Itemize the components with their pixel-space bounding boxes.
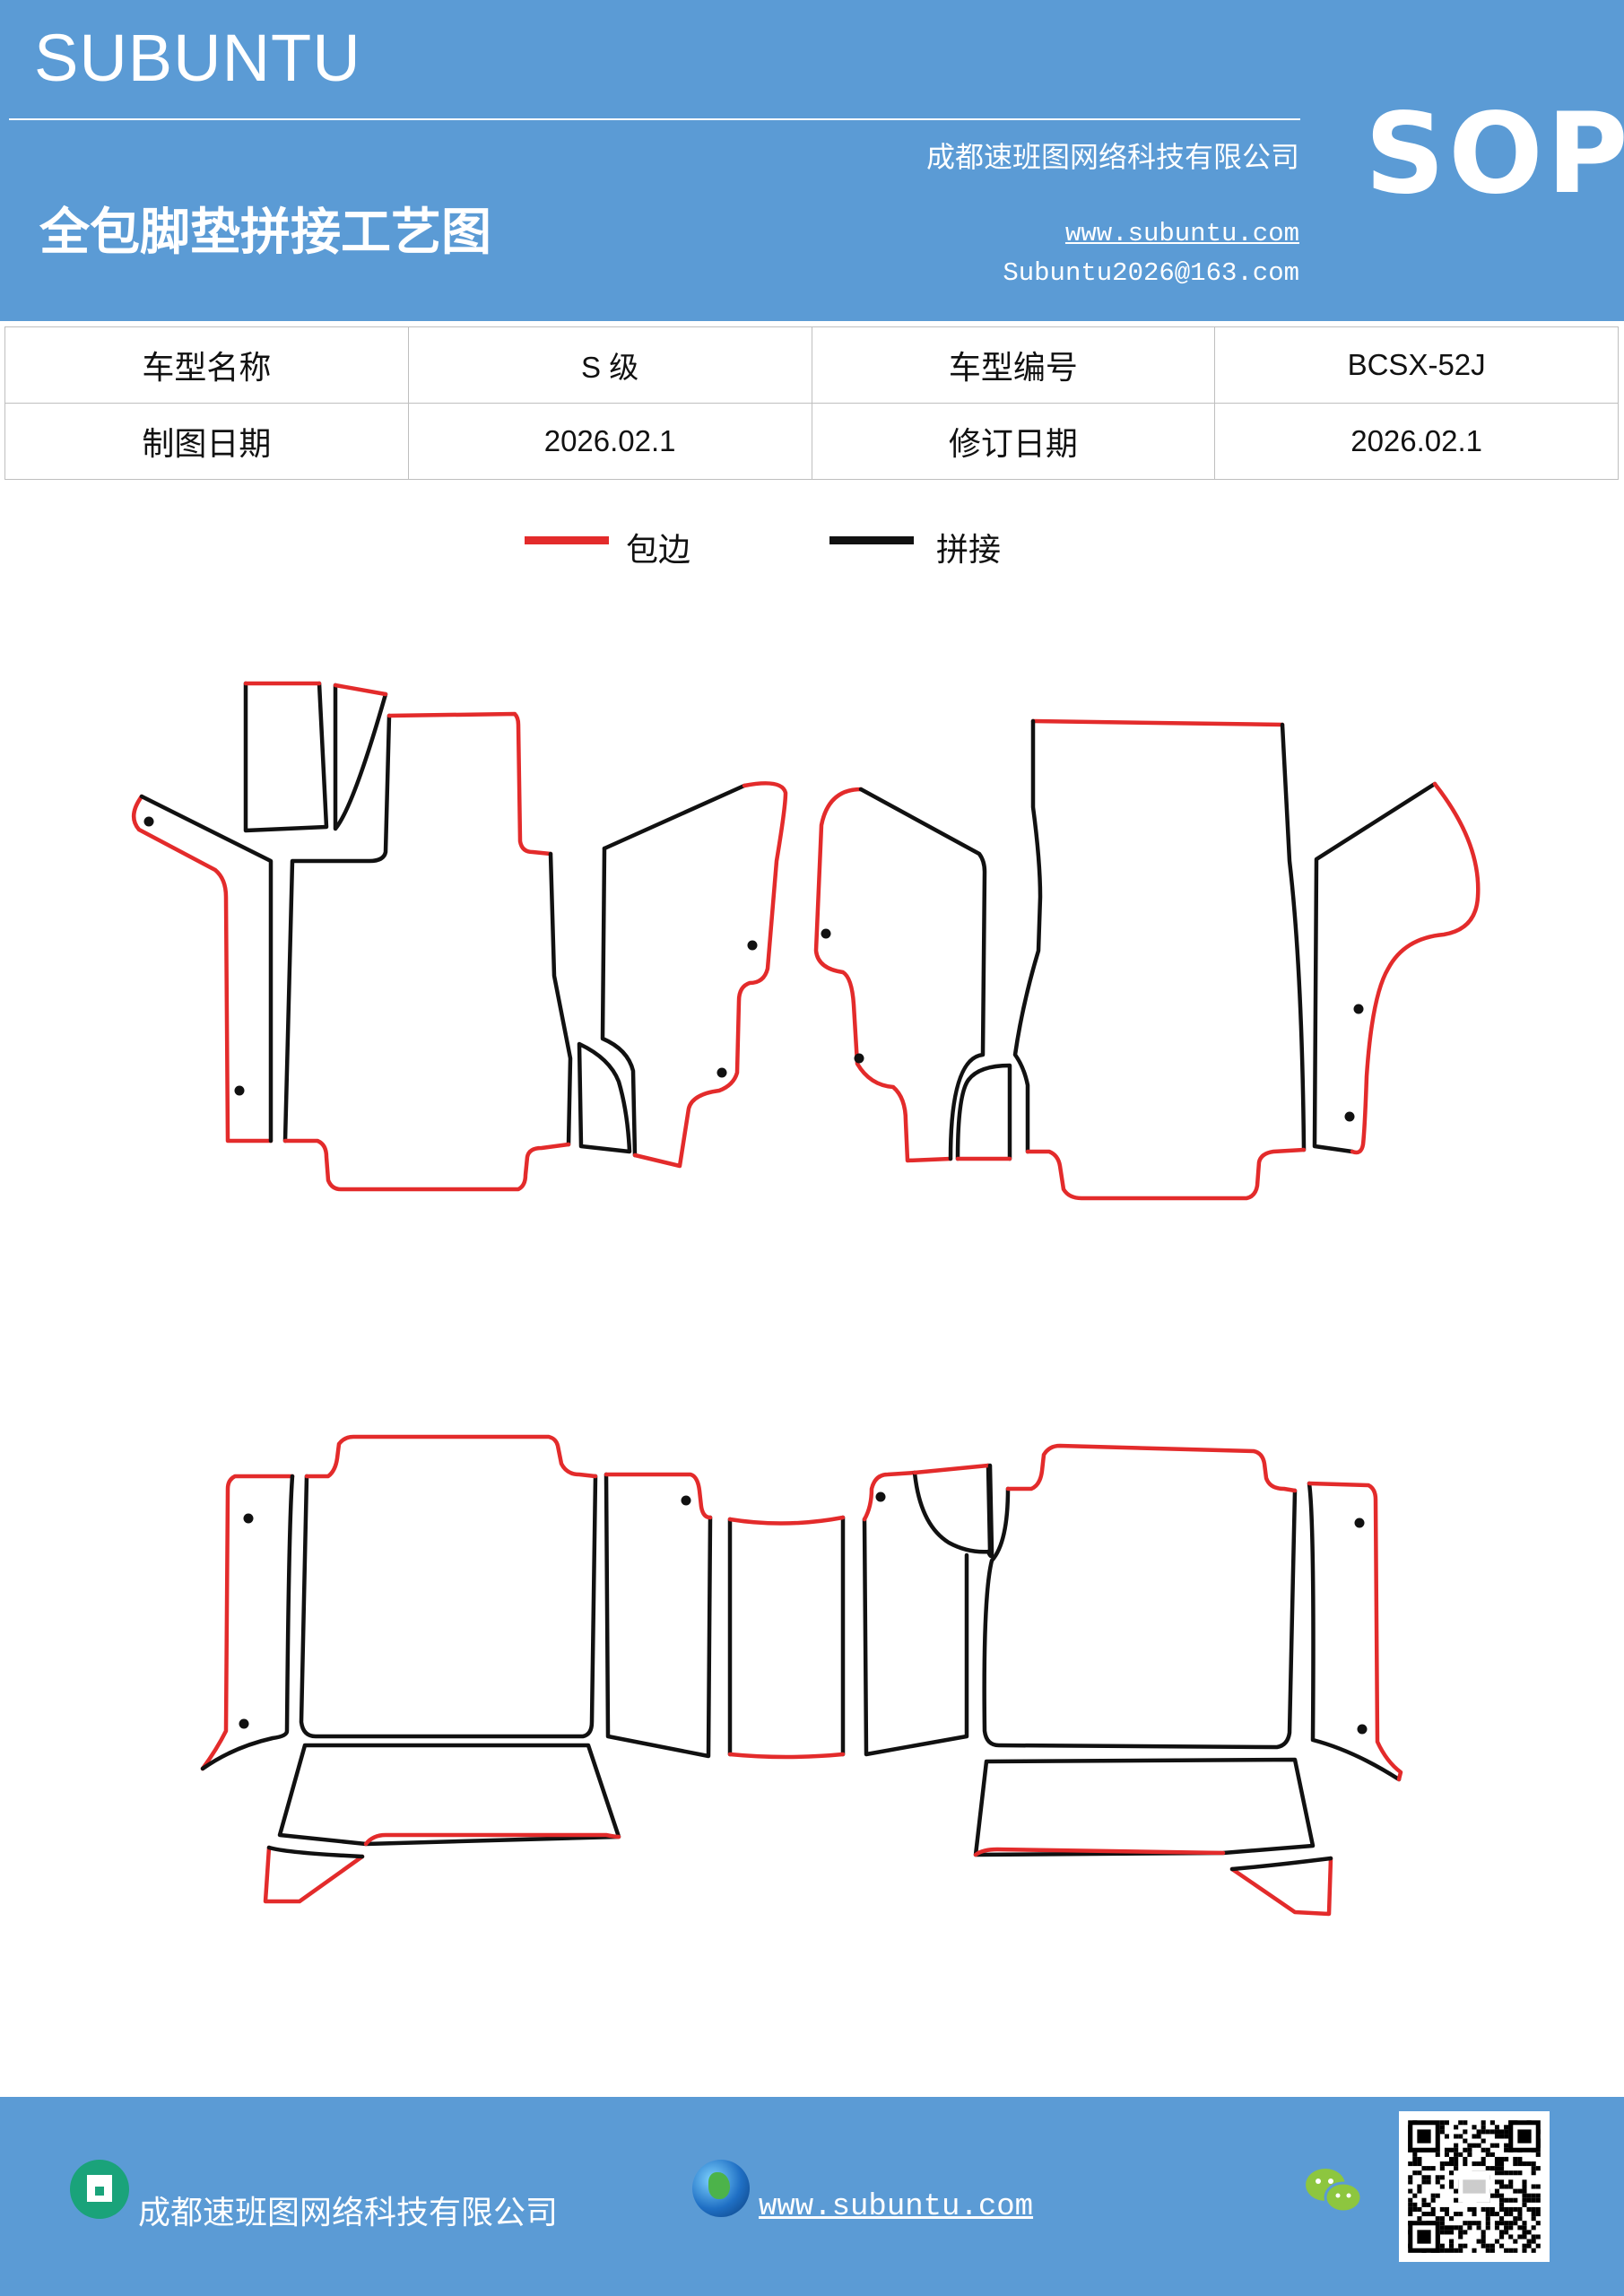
mat-seam [243,681,329,833]
mat-edge [1307,1481,1403,1782]
front-left-mat-group [132,681,788,1192]
table-cell: 制图日期 [4,403,409,480]
website-link[interactable]: www.subuntu.com [1064,219,1299,248]
mat-seam [973,1757,1316,1857]
table-cell: 2026.02.1 [407,403,812,480]
grommet-dot [875,1492,886,1502]
grommet-dot [681,1495,691,1506]
table-cell: BCSX-52J [1214,326,1619,404]
grommet-dot [1344,1111,1355,1122]
table-row: 制图日期 2026.02.1 修订日期 2026.02.1 [4,403,1619,480]
mat-edge [1005,1443,1298,1493]
front-right-mat-group [813,718,1481,1201]
table-cell: 修订日期 [811,403,1216,480]
mat-edge [386,711,553,857]
mat-seam [1280,722,1307,1152]
footer-bar: 成都速班图网络科技有限公司 www.subuntu.com [0,2097,1624,2296]
table-cell: 2026.02.1 [1214,403,1619,480]
rear-left-mat-group [200,1434,846,1904]
grommet-dot [143,816,154,827]
grommet-dot [234,1085,245,1096]
legend-seam-swatch [829,536,914,544]
wechat-icon[interactable] [1302,2163,1365,2217]
mat-seam [139,794,274,1144]
mat-edge [304,1434,598,1479]
mat-edge [200,1474,295,1771]
mat-seam [955,1063,1012,1161]
mat-edge [727,1515,846,1760]
legend-edge-label: 包边 [626,532,691,568]
company-name: 成都速班图网络科技有限公司 [925,141,1299,173]
legend: 包边 拼接 [0,520,1624,574]
mat-seam [602,783,747,851]
header-banner: SUBUNTU 成都速班图网络科技有限公司 全包脚垫拼接工艺图 www.subu… [0,0,1624,321]
mat-edge [632,781,788,1169]
mat-seam [1307,1481,1402,1782]
building-icon [70,2160,129,2219]
mat-seam [858,787,987,1161]
qr-code [1399,2111,1550,2262]
email-address: Subuntu2026@163.com [1003,258,1299,288]
mat-edge [813,787,953,1163]
mat-edge [973,1847,1226,1857]
table-cell: 车型编号 [811,326,1216,404]
mat-seam [912,1463,993,1554]
mat-edge [132,794,274,1144]
mat-edge [363,1832,621,1847]
grommet-dot [243,1513,254,1524]
globe-icon [692,2160,750,2217]
grommet-dot [821,928,831,939]
mat-seam [982,1486,1298,1750]
mat-edge [1025,1147,1307,1201]
header-divider [9,118,1300,120]
grommet-dot [854,1053,864,1064]
rear-right-mat-group [862,1443,1403,1917]
mat-seam [1229,1856,1333,1872]
mat-seam [277,1743,621,1847]
grommet-dot [1354,1518,1365,1528]
footer-company-name: 成都速班图网络科技有限公司 [138,2195,559,2231]
mat-seam [986,1463,994,1559]
legend-edge-swatch [525,536,609,544]
mat-seam [862,1517,969,1757]
mat-seam [577,1041,632,1154]
grommet-dot [747,940,758,951]
legend-seam-label: 拼接 [936,532,1002,568]
mat-seam [299,1474,598,1739]
grommet-markers [143,816,1368,1735]
mat-seam [200,1474,295,1771]
mat-seam [727,1515,846,1757]
table-cell: S 级 [407,326,812,404]
mat-edge [862,1470,917,1522]
mat-seam [1012,718,1043,1154]
mat-edge [1030,718,1285,727]
grommet-dot [716,1067,727,1078]
mat-seam [600,846,638,1158]
mat-edge [604,1472,713,1520]
brand-name: SUBUNTU [34,21,361,95]
mat-edge [263,1845,365,1904]
mat-edge [1229,1856,1333,1917]
mat-seam [282,713,392,1144]
table-cell: 车型名称 [4,326,409,404]
mat-seam [1312,781,1437,1154]
mat-seam [604,1472,713,1759]
sop-badge: SOP [1365,90,1624,219]
mat-edge [1350,781,1481,1155]
mat-edge [282,1138,571,1192]
table-row: 车型名称 S 级 车型编号 BCSX-52J [4,326,1619,404]
mat-seam [333,683,388,831]
mat-seam [548,851,573,1147]
grommet-dot [239,1718,249,1729]
mat-edge [912,1463,991,1475]
mat-seam [266,1845,365,1859]
grommet-dot [1357,1724,1368,1735]
vehicle-info-table: 车型名称 S 级 车型编号 BCSX-52J 制图日期 2026.02.1 修订… [4,326,1619,480]
mat-edge [333,683,388,697]
grommet-dot [1353,1004,1364,1014]
document-title: 全包脚垫拼接工艺图 [39,205,491,261]
footer-website-link[interactable]: www.subuntu.com [759,2190,1034,2224]
